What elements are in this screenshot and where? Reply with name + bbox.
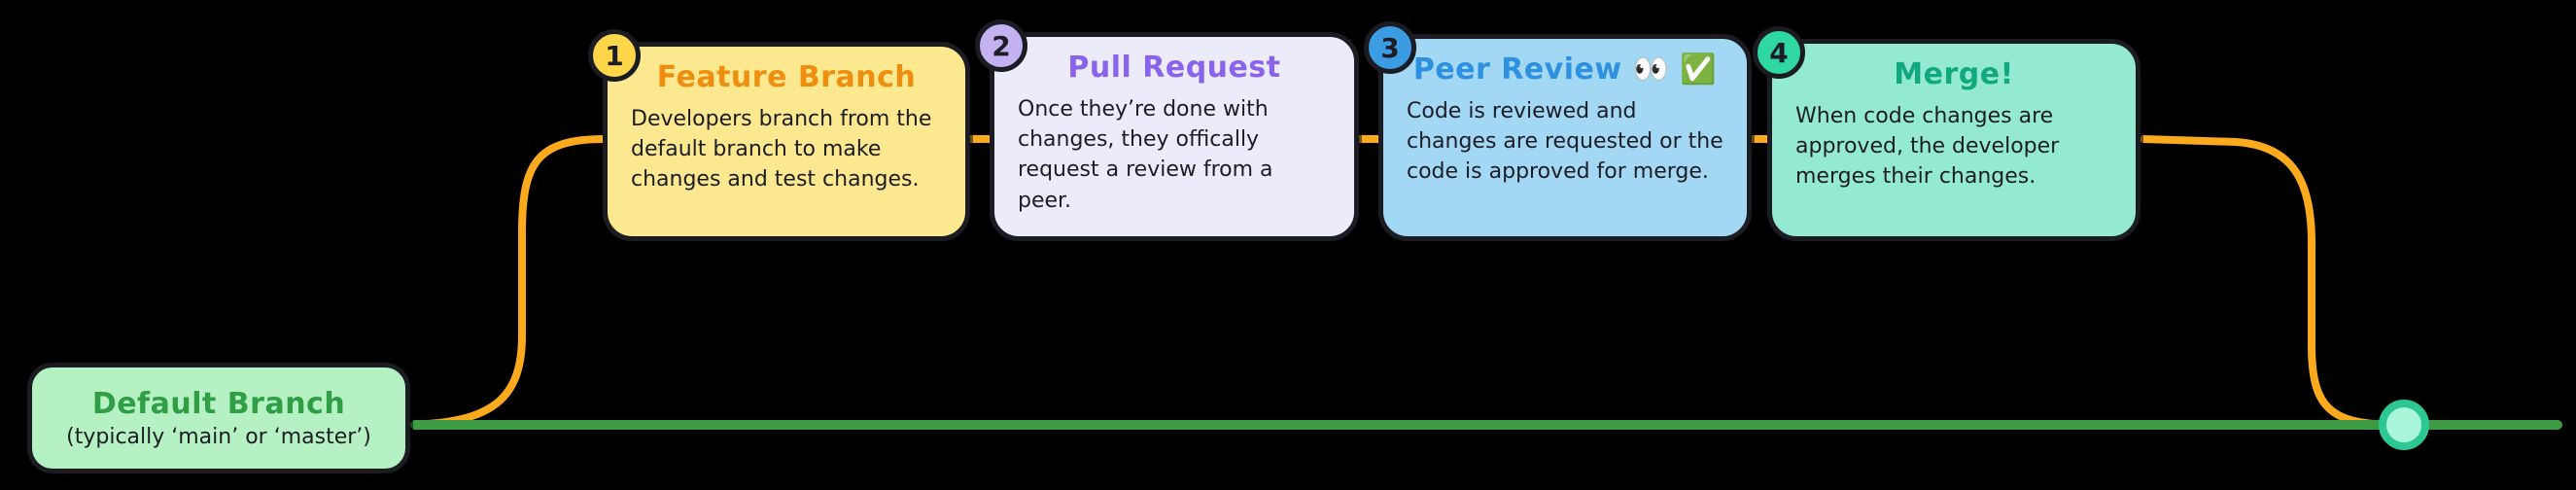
step-title: Peer Review 👀 ✅ — [1412, 52, 1718, 87]
step-number-badge: 4 — [1753, 26, 1805, 79]
merge-commit-node — [2379, 400, 2429, 450]
step-body: Developers branch from the default branc… — [631, 107, 932, 192]
merge-in-curve — [2140, 135, 2378, 428]
step-card-peer-review: 3 Peer Review 👀 ✅ Code is reviewed and c… — [1364, 21, 1752, 241]
feature-branch-out-curve — [424, 135, 609, 428]
default-branch-subtitle: (typically ‘main’ or ‘master’) — [66, 425, 371, 449]
step-card-merge: 4 Merge! When code changes are approved,… — [1753, 26, 2141, 241]
step-title: Merge! — [1894, 57, 2014, 91]
step-number-badge: 2 — [975, 19, 1027, 72]
step-body: Code is reviewed and changes are request… — [1407, 99, 1723, 185]
step-title: Pull Request — [1067, 51, 1281, 85]
step-card-pull-request: 2 Pull Request Once they’re done with ch… — [975, 19, 1359, 241]
step-body: When code changes are approved, the deve… — [1795, 104, 2060, 190]
default-branch-title: Default Branch — [91, 387, 346, 421]
step-title: Feature Branch — [656, 60, 917, 94]
default-branch-card: Default Branch (typically ‘main’ or ‘mas… — [27, 363, 410, 473]
step-card-feature-branch: 1 Feature Branch Developers branch from … — [588, 29, 970, 241]
step-number-badge: 1 — [588, 29, 641, 82]
step-number-badge: 3 — [1364, 21, 1416, 74]
step-body: Once they’re done with changes, they off… — [1018, 97, 1273, 213]
